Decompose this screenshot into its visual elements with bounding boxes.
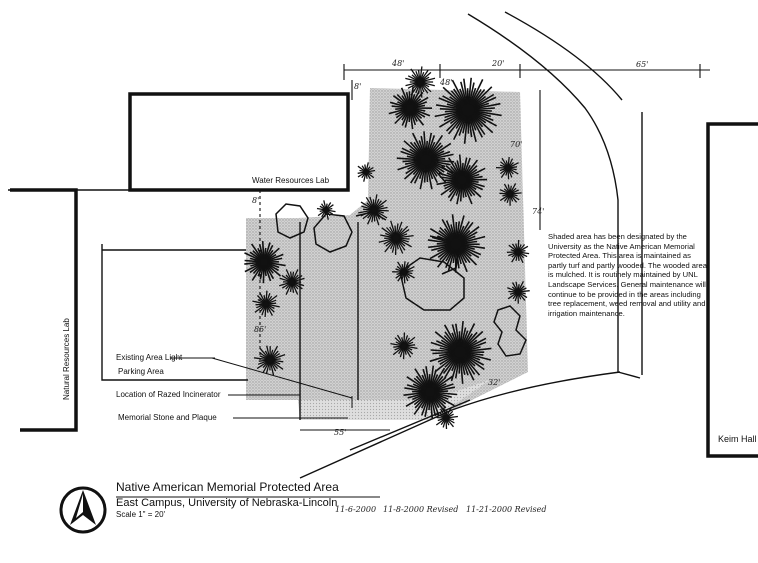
date-revised-2: 11-21-2000 Revised (466, 505, 547, 514)
dimension-32: 32' (488, 378, 501, 387)
dimension-48-top: 48' (392, 59, 405, 68)
tree-symbol-icon (429, 320, 492, 384)
tree-symbol-icon (434, 407, 458, 430)
tree-symbol-icon (254, 345, 286, 376)
dimension-8-top: 8' (354, 82, 362, 91)
tree-symbol-icon (279, 269, 305, 295)
memorial-stone-label: Memorial Stone and Plaque (118, 413, 217, 422)
tree-symbol-icon (316, 200, 336, 220)
parking-area-label: Parking Area (118, 367, 164, 376)
map-scale: Scale 1" = 20' (116, 510, 166, 519)
tree-symbol-icon (403, 365, 458, 420)
protected-area (246, 88, 528, 420)
tree-symbol-icon (436, 154, 488, 205)
tree-symbol-icon (507, 281, 530, 304)
tree-symbol-icon (427, 214, 486, 273)
dimension-65: 65' (636, 60, 649, 69)
tree-symbol-icon (390, 332, 418, 360)
tree-symbol-icon (434, 77, 502, 144)
dimension-8-left: 8' (252, 196, 260, 205)
dimension-85: 85' (254, 325, 267, 334)
tree-symbol-icon (396, 131, 455, 190)
dimension-74: 74' (532, 207, 545, 216)
tree-symbol-icon (388, 86, 433, 130)
map-subtitle: East Campus, University of Nebraska-Linc… (116, 497, 338, 509)
keim-hall-label: Keim Hall (718, 434, 757, 444)
tree-symbol-icon (252, 290, 280, 318)
dimension-20: 20' (492, 59, 505, 68)
razed-incinerator-label: Location of Razed Incinerator (116, 390, 221, 399)
tree-symbol-icon (495, 157, 519, 180)
dimension-lines (259, 64, 710, 431)
leader-lines (170, 357, 353, 419)
tree-symbol-icon (506, 239, 530, 264)
date-original: 11-6-2000 (335, 505, 377, 514)
dimension-55: 55' (334, 428, 347, 437)
existing-area-light-label: Existing Area Light (116, 353, 183, 362)
tree-symbol-icon (244, 241, 286, 284)
natural-resources-lab-label: Natural Resources Lab (62, 318, 71, 400)
date-revised-1: 11-8-2000 Revised (383, 505, 459, 514)
tree-symbols (244, 66, 530, 430)
dimension-70: 70' (510, 140, 523, 149)
water-resources-lab-building (128, 92, 350, 192)
protected-area-note: Shaded area has been designated by the U… (548, 232, 708, 318)
water-resources-lab-label: Water Resources Lab (252, 176, 330, 185)
north-arrow-icon (59, 486, 107, 534)
natural-resources-lab-building (10, 188, 78, 432)
dimension-48-inner: 48' (440, 78, 453, 87)
map-title: Native American Memorial Protected Area (116, 480, 339, 494)
tree-symbol-icon (378, 220, 414, 256)
tree-symbol-icon (392, 261, 415, 284)
keim-hall-building (706, 122, 758, 458)
tree-symbol-icon (499, 183, 522, 206)
tree-symbol-icon (357, 162, 376, 182)
tree-symbol-icon (358, 194, 389, 226)
